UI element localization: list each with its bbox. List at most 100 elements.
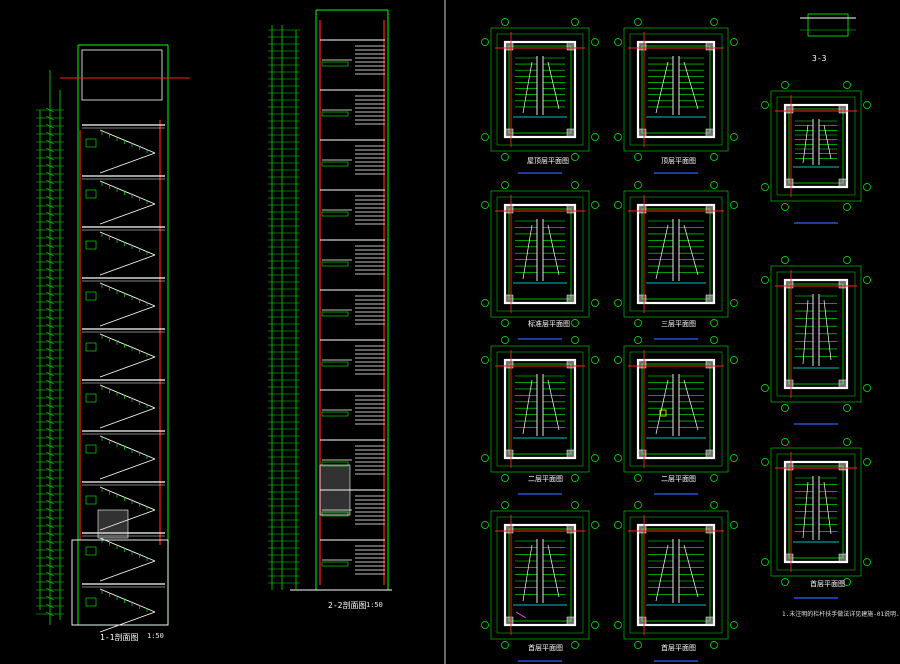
plan-axis-bubble bbox=[501, 319, 509, 327]
plan-column bbox=[566, 41, 576, 51]
section-1-hatch-block bbox=[97, 509, 129, 539]
plan-column bbox=[566, 128, 576, 138]
section-2-landing-beam bbox=[321, 361, 349, 367]
section-2-landing-beam bbox=[321, 511, 349, 517]
section-1-landing-mark bbox=[85, 240, 97, 250]
plan-axis-bubble bbox=[781, 578, 789, 586]
plan-dim-frame bbox=[623, 510, 729, 640]
section-1-dim-slash bbox=[45, 195, 55, 201]
plan-walk-arrow bbox=[547, 379, 560, 431]
section-1-landing-mark bbox=[85, 546, 97, 556]
plan-axis-bubble bbox=[571, 501, 579, 509]
plan-column bbox=[705, 616, 715, 626]
plan-axis-bubble bbox=[634, 474, 642, 482]
plan-walk-arrow bbox=[547, 544, 560, 598]
plan-column bbox=[504, 41, 514, 51]
section-1-dim-slash bbox=[45, 411, 55, 417]
plan-axis-bubble bbox=[863, 384, 871, 392]
plan-title-5: 二层平面图 bbox=[528, 475, 563, 483]
plan-inner-wall bbox=[641, 45, 711, 134]
section-1-title: 1-1剖面图 bbox=[100, 633, 139, 642]
plan-column bbox=[566, 449, 576, 459]
section-2-2 bbox=[268, 9, 392, 591]
section-2-scale: 1:50 bbox=[366, 601, 383, 609]
plan-axis-bubble bbox=[843, 203, 851, 211]
plan-axis-bubble bbox=[591, 454, 599, 462]
stair-plan-6 bbox=[614, 336, 738, 495]
section-1-dim-slash bbox=[45, 147, 55, 153]
plan-dim-frame bbox=[623, 345, 729, 473]
plan-axis-bubble bbox=[710, 474, 718, 482]
plan-column bbox=[504, 524, 514, 534]
plan-wall bbox=[636, 203, 716, 305]
section-1-dim-slash bbox=[45, 179, 55, 185]
section-2-landing-beam bbox=[321, 111, 349, 117]
section-1-dim-slash bbox=[45, 347, 55, 353]
section-1-roof-box bbox=[81, 49, 163, 101]
plan-axis-bubble bbox=[710, 336, 718, 344]
section-1-landing-mark bbox=[85, 495, 97, 505]
section-1-dim-slash bbox=[45, 483, 55, 489]
section-2-landing-beam bbox=[321, 561, 349, 567]
section-1-flight-lower bbox=[99, 333, 156, 358]
stair-plan-4 bbox=[614, 181, 738, 340]
stair-plan-7 bbox=[481, 501, 599, 662]
section-2-landing-beam bbox=[321, 261, 349, 267]
plan-axis-bubble bbox=[634, 181, 642, 189]
section-1-dim-slash bbox=[45, 259, 55, 265]
plan-walk-arrow bbox=[823, 124, 832, 160]
plan-inner-wall bbox=[788, 465, 844, 559]
plan-column bbox=[784, 104, 794, 114]
section-1-dim-slash bbox=[45, 227, 55, 233]
plan-walk-arrow bbox=[522, 61, 533, 114]
plan-dim-frame-inner bbox=[496, 516, 584, 634]
plan-inner-wall bbox=[641, 528, 711, 622]
plan-axis-bubble bbox=[730, 133, 738, 141]
section-1-dim-slash bbox=[45, 435, 55, 441]
stair-plan-10 bbox=[761, 256, 871, 425]
section-2-landing-beam bbox=[321, 211, 349, 217]
section-1-landing-mark bbox=[85, 189, 97, 199]
section-1-dim-slash bbox=[45, 443, 55, 449]
plan-dim-frame bbox=[770, 265, 862, 403]
plan-column bbox=[637, 616, 647, 626]
plan-column bbox=[504, 204, 514, 214]
plan-column bbox=[705, 449, 715, 459]
section-1-flight-upper bbox=[99, 458, 156, 480]
plan-column bbox=[705, 294, 715, 304]
detail-3-3-box bbox=[807, 13, 849, 37]
section-1-dim-slash bbox=[45, 267, 55, 273]
section-2-landing-beam bbox=[321, 161, 349, 167]
plan-walk-arrow bbox=[802, 481, 809, 539]
section-1-dim-slash bbox=[45, 235, 55, 241]
plan-axis-bubble bbox=[863, 101, 871, 109]
section-1-dim-slash bbox=[45, 579, 55, 585]
plan-axis-bubble bbox=[843, 81, 851, 89]
plan-axis-bubble bbox=[501, 153, 509, 161]
stair-plan-5 bbox=[481, 336, 599, 495]
plan-title-1: 屋顶层平面图 bbox=[527, 157, 569, 165]
plan-dim-frame-inner bbox=[629, 33, 723, 146]
plan-dim-frame-inner bbox=[496, 196, 584, 312]
plan-dim-frame-inner bbox=[776, 453, 856, 571]
section-1-flight-lower bbox=[99, 537, 156, 562]
plan-walk-arrow bbox=[547, 61, 560, 110]
plan-axis-bubble bbox=[571, 336, 579, 344]
section-1-dim-slash bbox=[45, 379, 55, 385]
plan-walk-arrow bbox=[802, 299, 809, 365]
plan-column bbox=[637, 294, 647, 304]
section-1-dim-slash bbox=[45, 515, 55, 521]
plan-walk-arrow bbox=[683, 224, 699, 276]
plan-axis-bubble bbox=[481, 38, 489, 46]
plan-column bbox=[637, 449, 647, 459]
section-1-landing-mark bbox=[85, 393, 97, 403]
section-1-dim-slash bbox=[45, 555, 55, 561]
section-1-dim-slash bbox=[45, 403, 55, 409]
plan-axis-bubble bbox=[761, 101, 769, 109]
plan-dim-frame bbox=[490, 510, 590, 640]
section-1-flight-upper bbox=[99, 356, 156, 378]
plan-column bbox=[705, 128, 715, 138]
plan-title-3: 标准层平面图 bbox=[528, 320, 570, 328]
section-1-landing-mark bbox=[85, 444, 97, 454]
plan-axis-bubble bbox=[710, 641, 718, 649]
